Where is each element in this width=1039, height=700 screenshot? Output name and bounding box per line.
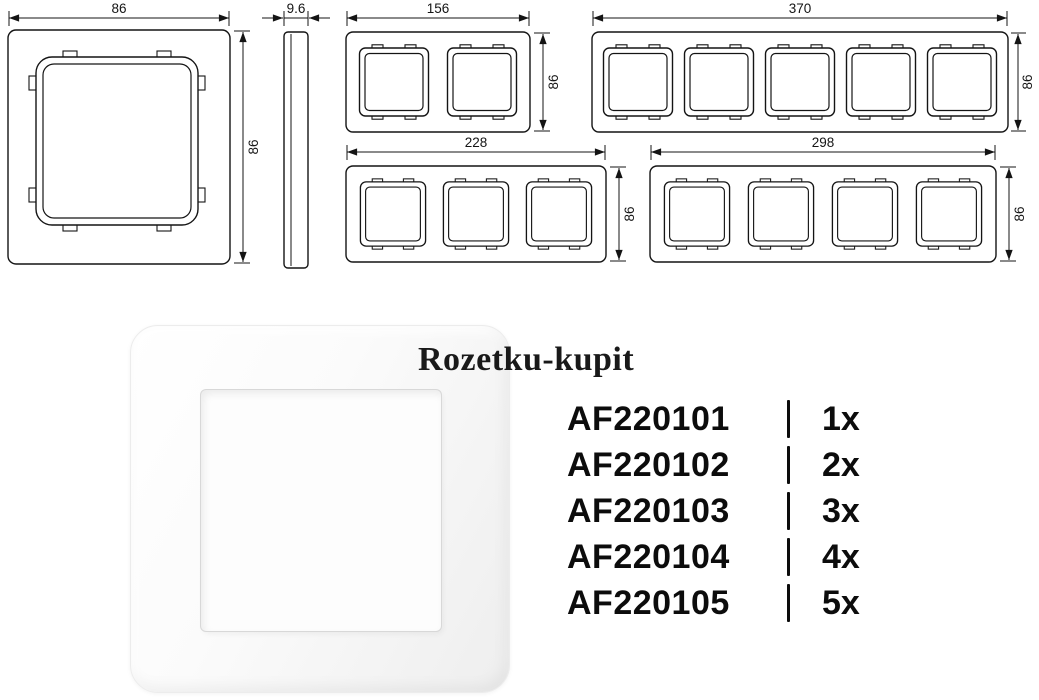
part-qty: 2x: [822, 445, 860, 484]
part-sku: AF220102: [567, 445, 730, 484]
part-row: AF220105 5x: [567, 580, 860, 626]
part-sku: AF220104: [567, 537, 730, 576]
parts-table: AF220101 1x AF220102 2x AF220103 3x AF22…: [567, 396, 860, 626]
drawing-frame-3gang: [345, 165, 607, 263]
part-row: AF220102 2x: [567, 442, 860, 488]
product-photo-opening: [201, 390, 441, 631]
dim-single-width: 86: [8, 1, 230, 26]
product-photo-frame: [130, 325, 510, 693]
drawing-frame-5gang: [591, 31, 1009, 133]
dim-label-frame4-width: 298: [812, 135, 835, 150]
dim-frame5-width: 370: [592, 1, 1008, 26]
dim-label-single-height: 86: [246, 139, 261, 154]
dim-frame3-height: 86: [610, 166, 637, 262]
dim-label-frame5-width: 370: [789, 1, 812, 16]
part-divider: [787, 584, 790, 622]
dim-frame2-width: 156: [346, 1, 530, 26]
part-sku: AF220105: [567, 583, 730, 622]
dim-label-frame4-height: 86: [1012, 206, 1027, 221]
dim-thickness: 9.6: [262, 1, 330, 26]
dim-frame5-height: 86: [1011, 32, 1035, 132]
brand-logo: Rozetku-kupit: [418, 341, 635, 378]
dim-label-thickness: 9.6: [287, 1, 306, 16]
drawing-frame-4gang: [649, 165, 997, 263]
part-row: AF220104 4x: [567, 534, 860, 580]
part-row: AF220101 1x: [567, 396, 860, 442]
part-divider: [787, 492, 790, 530]
dim-label-frame5-height: 86: [1020, 74, 1035, 89]
dim-single-height: 86: [234, 30, 261, 264]
drawing-side-view: [283, 31, 309, 269]
part-row: AF220103 3x: [567, 488, 860, 534]
part-sku: AF220103: [567, 491, 730, 530]
dim-frame4-width: 298: [650, 135, 996, 160]
part-qty: 5x: [822, 583, 860, 622]
part-divider: [787, 400, 790, 438]
part-qty: 1x: [822, 399, 860, 438]
dim-label-frame3-height: 86: [622, 206, 637, 221]
dim-frame3-width: 228: [346, 135, 606, 160]
dim-label-frame3-width: 228: [465, 135, 488, 150]
part-qty: 4x: [822, 537, 860, 576]
dim-label-frame2-height: 86: [546, 74, 561, 89]
dim-frame2-height: 86: [534, 32, 561, 132]
part-qty: 3x: [822, 491, 860, 530]
dim-label-single-width: 86: [111, 1, 126, 16]
part-sku: AF220101: [567, 399, 730, 438]
drawing-single-frame: [7, 29, 231, 265]
part-divider: [787, 538, 790, 576]
part-divider: [787, 446, 790, 484]
dim-frame4-height: 86: [1000, 166, 1027, 262]
dim-label-frame2-width: 156: [427, 1, 450, 16]
drawing-frame-2gang: [345, 31, 531, 133]
technical-drawings: 86 86 9.6 156: [7, 1, 1035, 269]
